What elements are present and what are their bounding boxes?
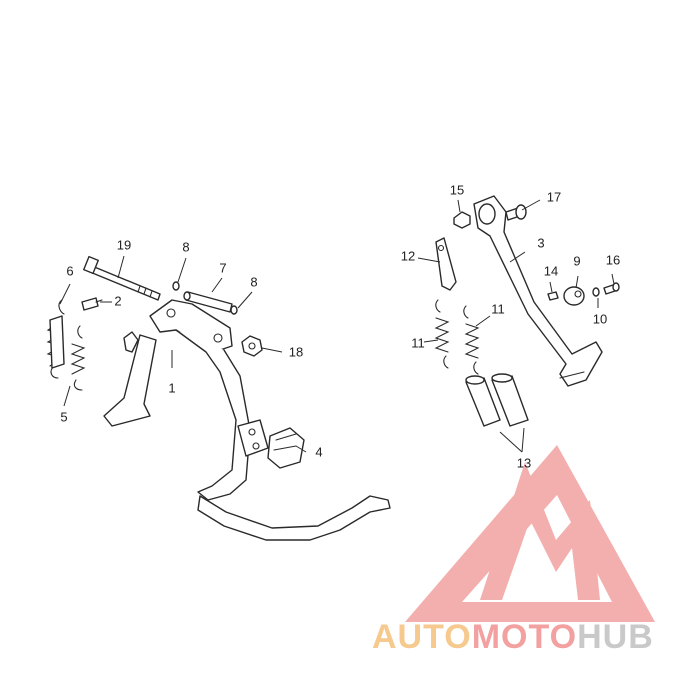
callout-15: 15 — [450, 182, 464, 197]
logo-m-shape — [480, 462, 600, 600]
washer-left — [172, 281, 180, 291]
center-stand — [103, 299, 391, 541]
callout-8-right: 8 — [250, 274, 257, 289]
leader-lines — [59, 199, 615, 453]
side-stand-spring-right — [463, 305, 480, 375]
washer-right — [230, 305, 238, 315]
callout-13: 13 — [517, 455, 531, 470]
callout-8-left: 8 — [182, 239, 189, 254]
watermark-logo — [405, 445, 655, 622]
side-stand-nut — [453, 211, 471, 229]
callout-19: 19 — [117, 237, 131, 252]
callout-7: 7 — [219, 260, 226, 275]
callout-9: 9 — [573, 253, 580, 268]
stand-pin — [183, 291, 233, 313]
side-stand-switch — [563, 286, 585, 306]
watermark-auto: AUTO — [372, 618, 472, 656]
rubber-bumper — [267, 427, 305, 469]
switch-screw — [603, 282, 620, 295]
side-stand — [473, 195, 603, 387]
spring-short — [70, 325, 86, 391]
spring-pin — [81, 297, 103, 311]
callout-11-right: 11 — [491, 301, 505, 316]
callout-4: 4 — [315, 444, 322, 459]
watermark-hub: HUB — [577, 618, 654, 656]
callout-5: 5 — [60, 409, 67, 424]
callout-17: 17 — [547, 189, 561, 204]
callout-6: 6 — [66, 263, 73, 278]
side-stand-bolt — [505, 204, 527, 221]
callout-14: 14 — [544, 263, 558, 278]
callout-1: 1 — [168, 380, 175, 395]
switch-bracket — [435, 237, 457, 291]
watermark-text: AUTOMOTOHUB — [372, 618, 654, 656]
callout-2: 2 — [114, 293, 121, 308]
callout-12: 12 — [401, 248, 415, 263]
lock-nut — [241, 335, 263, 357]
callout-3: 3 — [537, 235, 544, 250]
spring-long — [46, 299, 65, 379]
small-screw — [547, 291, 559, 301]
spring-sleeves — [465, 373, 529, 427]
callout-10: 10 — [593, 311, 607, 326]
watermark-moto: MOTO — [472, 618, 577, 656]
side-stand-spring-left — [434, 299, 450, 369]
callout-18: 18 — [289, 344, 303, 359]
callout-16: 16 — [606, 252, 620, 267]
switch-washer — [592, 287, 600, 297]
callout-11-left: 11 — [411, 335, 425, 350]
pivot-bolt — [83, 255, 161, 301]
logo-triangle — [405, 445, 655, 622]
